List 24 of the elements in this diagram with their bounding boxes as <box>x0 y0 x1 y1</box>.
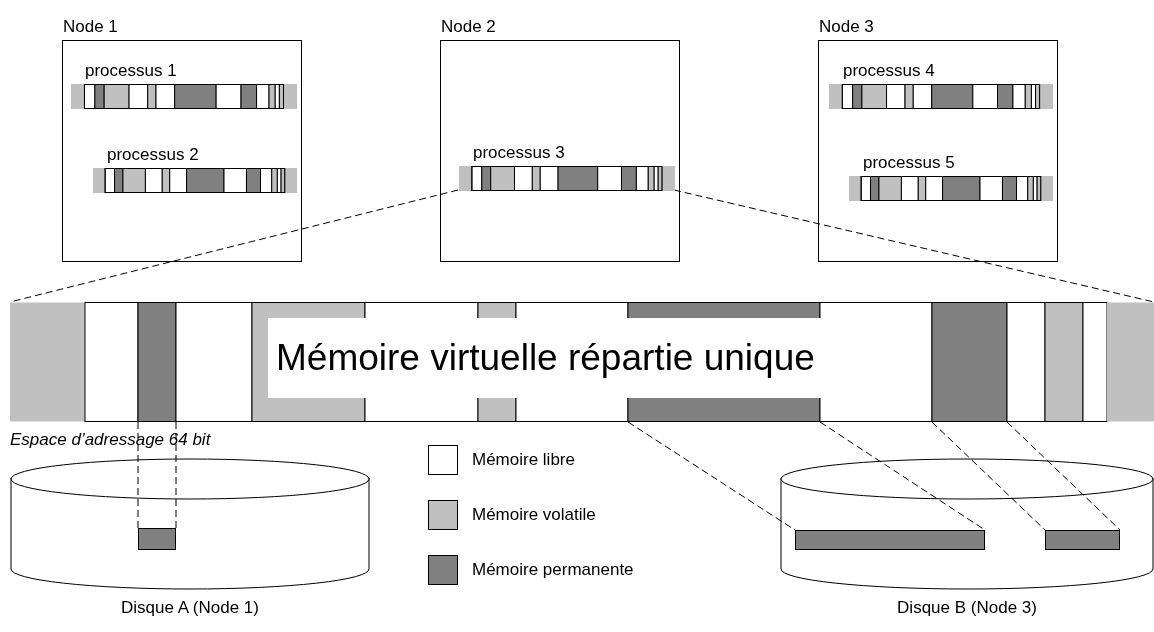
disk-block <box>1045 530 1120 550</box>
process-label: processus 1 <box>85 61 177 81</box>
dashed-connector <box>627 421 796 531</box>
disk-label: Disque B (Node 3) <box>896 598 1038 618</box>
legend-label: Mémoire volatile <box>472 505 596 525</box>
node-heading: Node 3 <box>819 17 874 37</box>
dashed-connector <box>931 421 1046 531</box>
process-label: processus 5 <box>863 153 955 173</box>
node-heading: Node 2 <box>441 17 496 37</box>
process-label: processus 2 <box>107 145 199 165</box>
bar-title: Mémoire virtuelle répartie unique <box>268 318 823 398</box>
caption-text: Espace d’adressage 64 bit <box>10 430 211 450</box>
node-heading: Node 1 <box>63 17 118 37</box>
legend-label: Mémoire libre <box>472 450 575 470</box>
process-label: processus 3 <box>473 143 565 163</box>
disk-label: Disque A (Node 1) <box>120 598 260 618</box>
legend-label: Mémoire permanente <box>472 560 634 580</box>
dashed-connector <box>673 189 1154 303</box>
process-label: processus 4 <box>843 61 935 81</box>
disk-block <box>795 530 985 550</box>
dashed-connector <box>1006 421 1121 531</box>
dashed-connector <box>137 421 139 529</box>
disk-block <box>138 528 176 550</box>
dashed-connector <box>175 421 177 529</box>
